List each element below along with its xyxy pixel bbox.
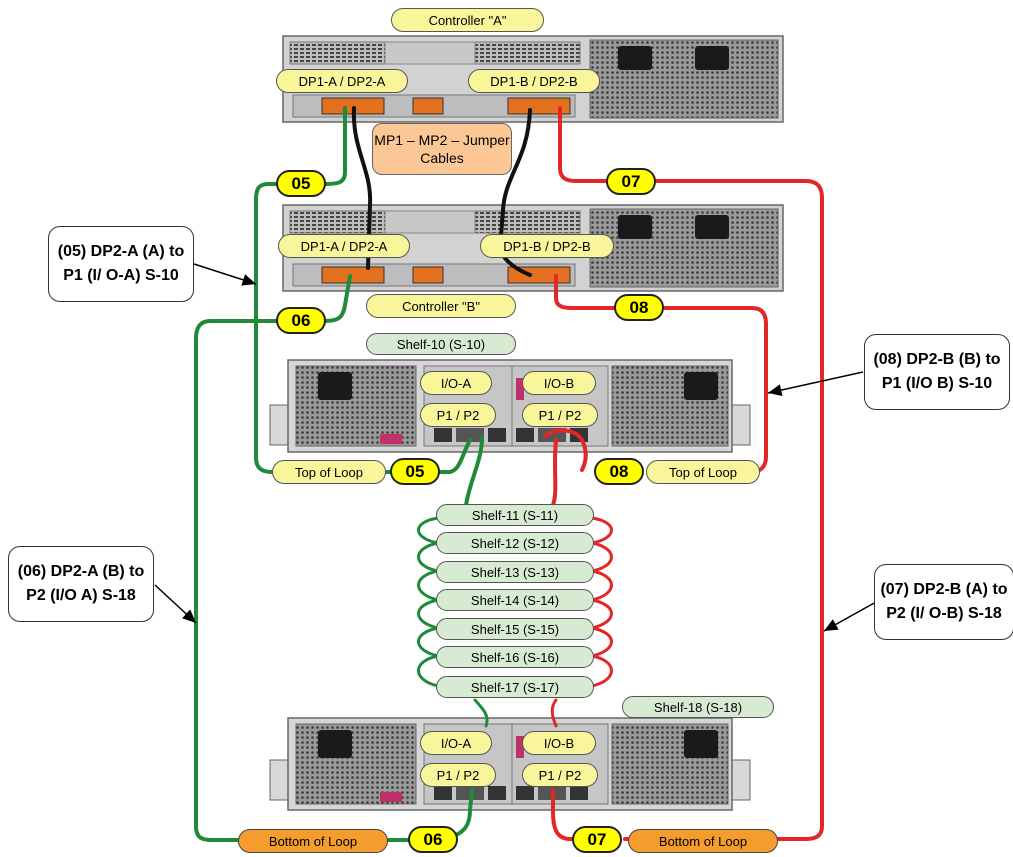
shelf-13-label: Shelf-13 (S-13) — [436, 561, 594, 583]
jumper-cable-left — [351, 106, 373, 270]
shelf-17-label: Shelf-17 (S-17) — [436, 676, 594, 698]
controller-b-title: Controller "B" — [366, 294, 516, 318]
cable-05 — [254, 106, 412, 474]
shelf-18-io-b: I/O-B — [522, 731, 596, 755]
cable-07-shelf-link — [551, 788, 597, 841]
shelf-18-io-a: I/O-A — [420, 731, 492, 755]
note-cable-08: (08) DP2-B (B) to P1 (I/O B) S-10 — [864, 334, 1010, 410]
controller-a-left-port: DP1-A / DP2-A — [276, 69, 408, 93]
shelf-10-io-b: I/O-B — [522, 371, 596, 395]
cable-08-badge: 08 — [614, 294, 664, 321]
bottom-of-loop-right: Bottom of Loop — [628, 829, 778, 853]
controller-a-title: Controller "A" — [391, 8, 544, 32]
cable-08-loop-badge: 08 — [594, 458, 644, 485]
note-cable-07: (07) DP2-B (A) to P2 (I/ O-B) S-18 — [874, 564, 1013, 640]
shelf-10-ports-b: P1 / P2 — [522, 403, 598, 427]
cable-05-shelf-link — [428, 436, 484, 507]
shelf-18-chassis — [269, 717, 751, 811]
arrow-07 — [823, 601, 877, 632]
loop-chain-red — [550, 516, 613, 728]
shelf-10-ports-a: P1 / P2 — [420, 403, 496, 427]
cable-05-loop-badge: 05 — [390, 458, 440, 485]
controller-b-right-port: DP1-B / DP2-B — [480, 234, 614, 258]
shelf-14-label: Shelf-14 (S-14) — [436, 589, 594, 611]
shelf-15-label: Shelf-15 (S-15) — [436, 618, 594, 640]
shelf-12-label: Shelf-12 (S-12) — [436, 532, 594, 554]
top-of-loop-right: Top of Loop — [646, 460, 760, 484]
shelf-11-label: Shelf-11 (S-11) — [436, 504, 594, 526]
top-of-loop-left: Top of Loop — [272, 460, 386, 484]
jumper-cables-label: MP1 – MP2 – Jumper Cables — [372, 123, 512, 175]
cable-08-shelf-link — [543, 428, 588, 507]
shelf-16-label: Shelf-16 (S-16) — [436, 646, 594, 668]
arrow-05 — [193, 263, 257, 286]
controller-a-chassis — [282, 35, 784, 123]
cable-06-badge: 06 — [276, 307, 326, 334]
cable-08 — [554, 274, 768, 474]
shelf-10-io-a: I/O-A — [420, 371, 492, 395]
cable-05-badge: 05 — [276, 170, 326, 197]
controller-b-left-port: DP1-A / DP2-A — [278, 234, 410, 258]
note-cable-06: (06) DP2-A (B) to P2 (I/O A) S-18 — [8, 546, 154, 622]
shelf-18-ports-b: P1 / P2 — [522, 763, 598, 787]
shelf-10-title: Shelf-10 (S-10) — [366, 333, 516, 355]
bottom-of-loop-left: Bottom of Loop — [238, 829, 388, 853]
arrow-06 — [154, 584, 197, 624]
loop-chain-green — [417, 516, 489, 728]
cable-06-bottom-badge: 06 — [408, 826, 458, 853]
cable-07 — [558, 106, 824, 841]
jumper-cable-right — [498, 108, 532, 277]
note-cable-05: (05) DP2-A (A) to P1 (I/ O-A) S-10 — [48, 226, 194, 302]
cable-07-badge: 07 — [606, 168, 656, 195]
cable-07-bottom-badge: 07 — [572, 826, 622, 853]
controller-a-right-port: DP1-B / DP2-B — [468, 69, 600, 93]
shelf-10-chassis — [269, 359, 751, 453]
shelf-18-title: Shelf-18 (S-18) — [622, 696, 774, 718]
shelf-18-ports-a: P1 / P2 — [420, 763, 496, 787]
arrow-08 — [767, 371, 864, 396]
